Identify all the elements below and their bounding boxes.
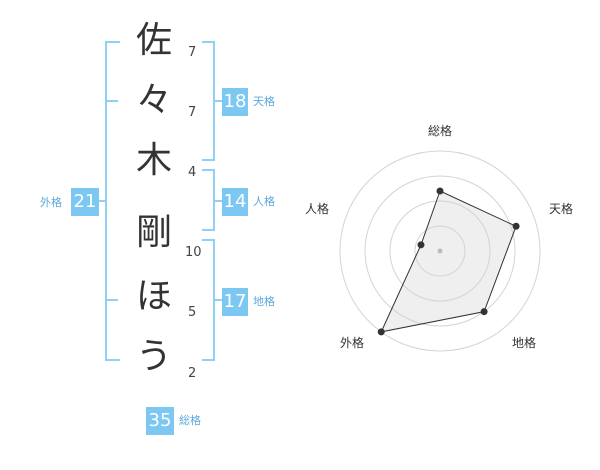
radar-point-4 [377, 328, 385, 336]
stroke-count-1: 7 [188, 45, 197, 60]
soukaku-value-badge: 35 [146, 407, 174, 435]
radar-center-dot [437, 248, 443, 254]
chikaku-value-badge: 17 [222, 288, 248, 316]
gaikaku-label: 外格 [40, 196, 62, 209]
radar-axis-label-gaikaku: 外格 [340, 336, 365, 350]
radar-point-5 [417, 241, 425, 249]
radar-axis-label-soukaku: 総格 [428, 124, 453, 138]
radar-axis-label-chikaku: 地格 [512, 336, 537, 350]
name-character-4: 剛 [135, 212, 172, 253]
jinkaku-bracket [202, 169, 222, 231]
radar-point-2 [512, 222, 520, 230]
tenkaku-label: 天格 [253, 95, 275, 108]
radar-axis-label-tenkaku: 天格 [549, 202, 574, 216]
radar-ring-4 [339, 150, 541, 352]
radar-ring-2 [389, 200, 491, 302]
gaikaku-bracket [98, 41, 120, 361]
radar-point-3 [480, 308, 488, 316]
brackets [98, 41, 222, 361]
stroke-count-5: 5 [188, 305, 197, 320]
radar-ring-3 [364, 175, 516, 327]
gaikaku-value-badge: 21 [71, 188, 99, 216]
soukaku-label: 総格 [179, 414, 201, 427]
jinkaku-value-badge: 14 [222, 188, 248, 216]
tenkaku-value-badge: 18 [222, 88, 248, 116]
name-character-3: 木 [135, 140, 172, 181]
radar-chart [339, 150, 541, 352]
chikaku-bracket [202, 239, 222, 361]
name-character-5: ほ [135, 276, 172, 317]
stroke-count-3: 4 [188, 165, 197, 180]
radar-polygon [380, 190, 517, 333]
jinkaku-label: 人格 [253, 195, 275, 208]
stroke-count-2: 7 [188, 105, 197, 120]
tenkaku-bracket [202, 41, 222, 161]
name-character-1: 佐 [135, 20, 172, 61]
radar-point-1 [436, 187, 444, 195]
stroke-count-4: 10 [185, 245, 202, 260]
name-character-6: う [135, 336, 172, 377]
name-character-2: 々 [135, 80, 172, 121]
chikaku-label: 地格 [253, 295, 275, 308]
stroke-count-6: 2 [188, 366, 197, 381]
radar-ring-1 [414, 225, 466, 277]
radar-axis-label-jinkaku: 人格 [305, 202, 330, 216]
